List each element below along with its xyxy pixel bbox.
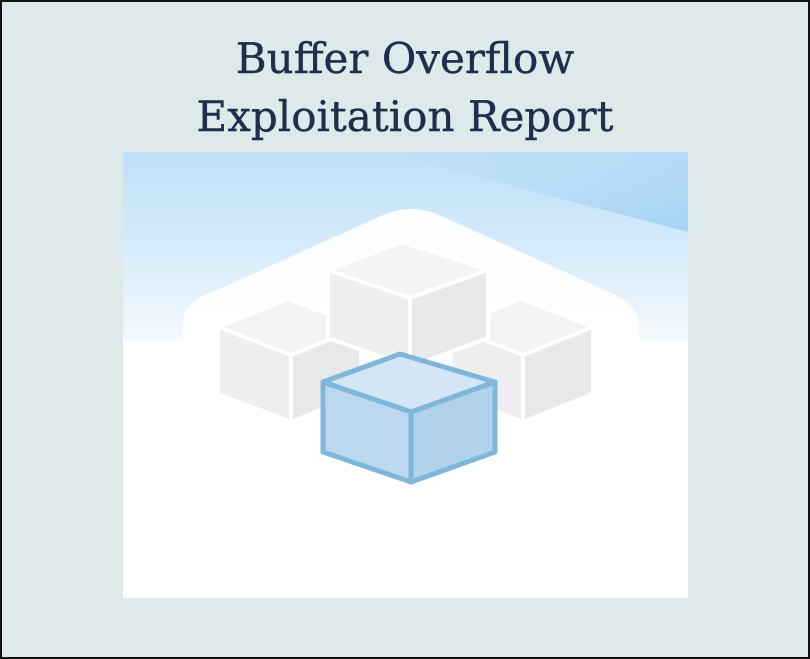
slide-title-line-1: Buffer Overflow <box>235 34 575 83</box>
cube-left <box>216 297 363 424</box>
sky-streak <box>383 152 688 232</box>
cubes-picture <box>123 152 688 598</box>
slide-title-line-2: Exploitation Report <box>196 92 614 141</box>
cube-highlighted <box>320 351 498 485</box>
cubes-icon <box>123 152 688 598</box>
slide-title: Buffer Overflow Exploitation Report <box>2 30 808 146</box>
cube-top <box>326 240 490 369</box>
